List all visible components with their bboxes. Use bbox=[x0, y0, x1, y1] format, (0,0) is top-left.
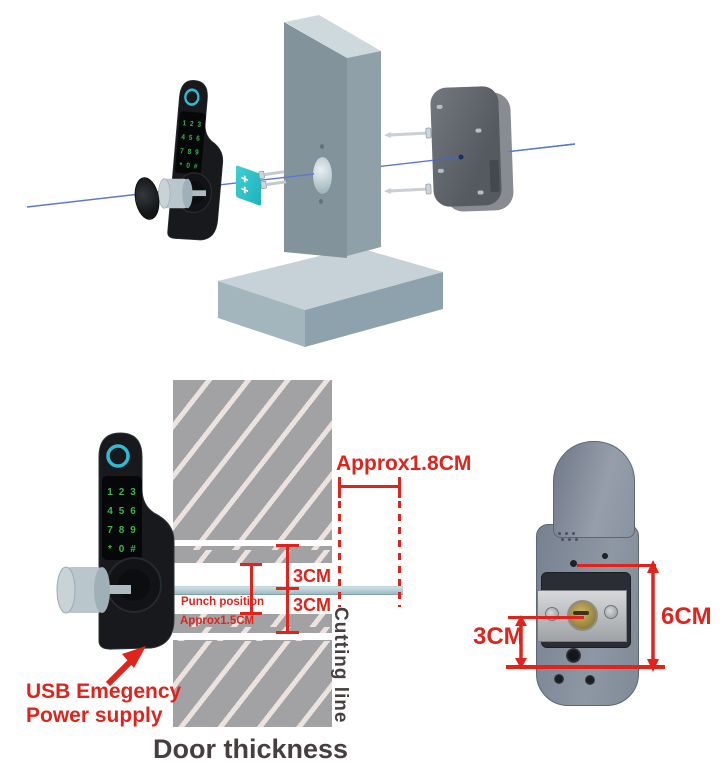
keypad-key: 4 bbox=[181, 134, 185, 142]
keypad-key: 2 bbox=[119, 487, 125, 498]
keypad-key: 5 bbox=[119, 506, 125, 517]
dim-arrow-6cm bbox=[647, 560, 659, 672]
approx-1-8cm-label: Approx1.8CM bbox=[336, 452, 472, 475]
dim-tick bbox=[338, 477, 341, 498]
dim-arrow-3cm bbox=[515, 615, 527, 669]
door-thickness-label: Door thickness bbox=[153, 734, 349, 764]
keypad-key: 3 bbox=[197, 121, 201, 129]
door-section-top-block bbox=[173, 380, 332, 540]
keypad-key: 7 bbox=[107, 525, 113, 536]
dim-tick bbox=[276, 631, 299, 634]
back-body-dome bbox=[553, 441, 635, 538]
axis-line-over bbox=[282, 143, 576, 179]
spindle-hub bbox=[567, 600, 598, 631]
back-screw-hole-left bbox=[570, 560, 577, 567]
door-panel-right-face bbox=[347, 51, 381, 256]
keypad-key: # bbox=[130, 544, 136, 555]
dim-line-1-8cm bbox=[339, 485, 401, 488]
dim-3cm-upper-label: 3CM bbox=[293, 566, 332, 586]
spindle-rod bbox=[140, 586, 403, 595]
keypad-screen bbox=[175, 111, 206, 175]
door-pilot-hole-top bbox=[320, 144, 324, 149]
back-dim-3cm-label: 3CM bbox=[473, 623, 524, 650]
lock-back-view: 6CM 3CM bbox=[450, 400, 723, 740]
mounting-screw-icon bbox=[384, 127, 432, 139]
dim-tick bbox=[240, 612, 262, 615]
keypad-key: 8 bbox=[187, 148, 191, 156]
keypad-key: 1 bbox=[182, 120, 186, 128]
plate-screw bbox=[604, 605, 618, 619]
keypad-key: * bbox=[179, 162, 182, 170]
approx-1-5cm-label: Approx1.5CM bbox=[180, 615, 255, 627]
dim-tick bbox=[276, 587, 299, 590]
usb-pointer-arrow-icon bbox=[105, 646, 146, 687]
bottom-hole bbox=[585, 675, 595, 685]
door-bore-hole bbox=[312, 156, 333, 195]
vent-dot bbox=[568, 538, 571, 541]
dim-tick bbox=[240, 563, 262, 566]
usb-note-line2: Power supply bbox=[26, 704, 163, 727]
mounting-screw-icon bbox=[384, 183, 432, 195]
back-screw-hole-right bbox=[602, 553, 608, 559]
ref-line-top-screw bbox=[577, 564, 656, 567]
ref-line-spindle bbox=[508, 616, 584, 619]
exploded-assembly-view: ✚ ✚ bbox=[0, 0, 723, 360]
dim-3cm-lower-label: 3CM bbox=[293, 595, 332, 615]
back-plate-screw-hole bbox=[436, 104, 443, 110]
fingerprint-ring-icon bbox=[184, 88, 200, 106]
bottom-hole bbox=[554, 674, 564, 684]
keypad-key: 4 bbox=[107, 506, 113, 517]
punch-position-label: Punch position bbox=[181, 596, 265, 608]
cutting-dashed-line-right bbox=[398, 501, 401, 607]
vent-dot bbox=[558, 532, 561, 535]
gasket-screw-icon bbox=[260, 180, 287, 189]
vent-dot bbox=[575, 538, 578, 541]
door-panel-front-face bbox=[284, 22, 347, 258]
smart-lock-front-view: 1 2 3 4 5 6 7 8 9 * 0 # bbox=[98, 432, 175, 650]
knob-cylinder bbox=[158, 178, 206, 209]
door-section-strip-upper bbox=[173, 546, 332, 563]
door-pilot-hole-bottom bbox=[319, 199, 323, 204]
vent-dot bbox=[561, 538, 564, 541]
keypad-key: * bbox=[108, 544, 112, 555]
keypad-key: 9 bbox=[195, 149, 199, 157]
keypad-key: 2 bbox=[190, 121, 194, 129]
vent-dot bbox=[565, 532, 568, 535]
door-section-bottom-block bbox=[173, 640, 332, 727]
keypad-key: 0 bbox=[119, 544, 125, 555]
punch-dim-line bbox=[250, 564, 253, 615]
keypad-key: 6 bbox=[196, 135, 200, 143]
spindle-slot bbox=[573, 611, 589, 615]
keypad-key: 9 bbox=[130, 525, 136, 536]
keypad-key: 6 bbox=[130, 506, 136, 517]
gasket-screw-icon bbox=[258, 170, 285, 179]
keypad-key: 8 bbox=[119, 525, 125, 536]
vent-dot bbox=[572, 532, 575, 535]
dim-tick bbox=[398, 477, 401, 498]
cutting-dashed-line-left bbox=[338, 501, 341, 607]
keypad-key: 0 bbox=[186, 162, 190, 170]
knob-cylinder bbox=[56, 566, 131, 614]
fingerprint-ring-icon bbox=[106, 444, 130, 468]
keypad-key: 1 bbox=[107, 487, 113, 498]
keypad-key: 7 bbox=[180, 148, 184, 156]
keypad-key: 3 bbox=[130, 487, 136, 498]
dim-tick bbox=[276, 544, 299, 547]
door-section-strip-lower bbox=[173, 614, 332, 633]
keypad-screen bbox=[102, 476, 142, 560]
back-dim-6cm-label: 6CM bbox=[661, 603, 712, 630]
ref-line-bottom bbox=[506, 665, 665, 669]
usb-note-line1: USB Emegency bbox=[26, 680, 182, 703]
cutting-line-label: Cutting line bbox=[330, 607, 351, 724]
keypad-key: 5 bbox=[188, 135, 192, 143]
install-cut-diagram: Approx1.8CM 3CM 3CM Punch position Appro… bbox=[0, 360, 500, 779]
keypad-key: # bbox=[193, 163, 197, 171]
cable-hole bbox=[566, 648, 581, 663]
